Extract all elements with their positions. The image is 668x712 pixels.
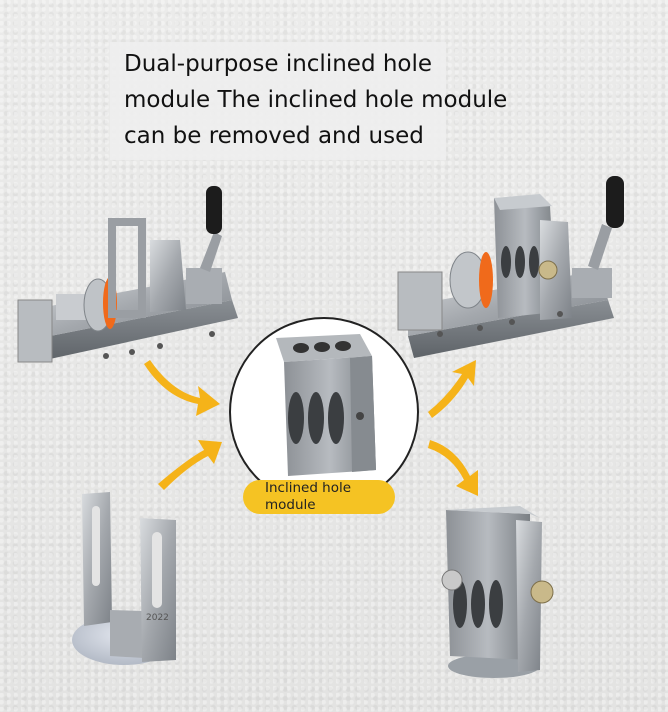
arrow-from-bottom-left: [158, 440, 222, 490]
arrow-to-top-right: [428, 360, 476, 418]
flow-arrows: [144, 360, 478, 496]
bracket-engraved-mark: 2022: [146, 613, 169, 623]
jig-top-left: [17, 186, 238, 363]
bracket-bottom-left: [72, 492, 176, 665]
headline-text: Dual-purpose inclined hole module The in…: [124, 51, 508, 149]
module-label-text: Inclined hole module: [265, 480, 352, 513]
assembled-module-bottom-right: [441, 506, 554, 678]
module-label-pill: Inclined hole module: [243, 480, 395, 514]
jig-top-right: [397, 176, 624, 358]
arrow-from-top-left: [144, 360, 220, 416]
arrow-to-bottom-right: [428, 440, 478, 496]
headline-backdrop: [110, 42, 446, 160]
center-module-circle: [229, 317, 419, 507]
